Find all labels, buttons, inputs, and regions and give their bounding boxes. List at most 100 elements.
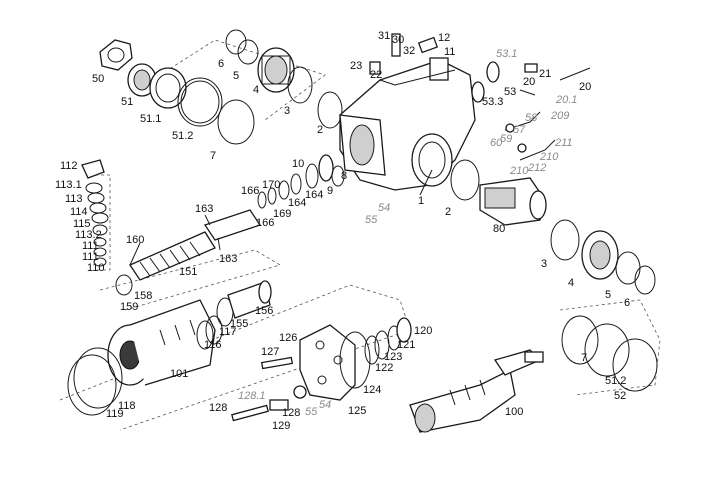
callout-label: 114 <box>70 206 88 218</box>
bolt-30 <box>391 33 401 57</box>
callout-label: 80 <box>493 223 506 235</box>
callout-label: 111 <box>82 251 99 263</box>
ring-118 <box>73 347 123 409</box>
callout-label: 51.2 <box>172 130 194 142</box>
ring-3 <box>287 66 313 104</box>
callout-label: 166 <box>241 185 260 197</box>
callout-label: 1 <box>418 195 425 207</box>
callout-label: 20 <box>579 81 592 93</box>
callout-label: 123 <box>384 351 403 363</box>
callout-label: 2 <box>445 206 452 218</box>
callout-label: 7 <box>581 352 588 364</box>
callout-label: 55 <box>365 214 378 226</box>
callout-label: 118 <box>118 400 136 412</box>
callout-label: 12 <box>438 32 451 44</box>
housing-1 <box>339 57 476 191</box>
bearing-4-right <box>581 230 619 280</box>
callout-label: 122 <box>375 362 394 374</box>
callout-label: 124 <box>363 384 382 396</box>
seal-51 <box>127 63 157 97</box>
callout-label: 6 <box>624 297 631 309</box>
callout-label: 120 <box>414 325 433 337</box>
callout-label: 112 <box>60 160 78 172</box>
callout-label: 116 <box>204 339 222 351</box>
callout-label: 128 <box>209 402 228 414</box>
callout-label: 3 <box>541 258 548 270</box>
callout-label: 151 <box>179 266 198 278</box>
ring-6 <box>225 29 247 55</box>
seal-53 <box>486 61 500 83</box>
ring-119 <box>67 354 117 416</box>
piston-rack-100 <box>409 349 544 433</box>
callout-label: 4 <box>568 277 575 289</box>
callout-label: 51.1 <box>140 113 162 125</box>
ring-120 <box>396 317 412 343</box>
bolt-128 <box>231 404 269 422</box>
leader-lines <box>129 89 536 266</box>
callout-label: 50 <box>92 73 105 85</box>
cover-125 <box>299 324 356 401</box>
callout-label: 127 <box>261 346 280 358</box>
fitting-22 <box>369 61 381 75</box>
ring-6-right <box>634 265 656 295</box>
o-ring-2-top <box>317 91 343 129</box>
callout-label: 52 <box>614 390 627 402</box>
callout-label: 8 <box>341 170 348 182</box>
bolt-127 <box>260 356 294 370</box>
callout-label: 5 <box>233 70 240 82</box>
callout-label: 21 <box>539 68 552 80</box>
ring-117 <box>205 315 223 345</box>
callout-label: 121 <box>397 339 416 351</box>
fitting-57 <box>505 123 515 133</box>
plug-55-bottom <box>293 385 307 399</box>
fitting-59 <box>517 143 527 153</box>
ring-8 <box>331 165 345 187</box>
callout-label: 51 <box>121 96 134 108</box>
callout-label: 159 <box>120 301 139 313</box>
callout-label: 55 <box>305 406 318 418</box>
callout-label: 100 <box>505 406 524 418</box>
callout-label: 2 <box>317 124 324 136</box>
ring-5 <box>237 39 259 65</box>
callout-label: 11 <box>444 46 456 58</box>
callout-label: 3 <box>284 105 291 117</box>
ring-3-right <box>550 219 580 261</box>
ring-158 <box>115 274 133 296</box>
callout-label: 53.3 <box>482 96 504 108</box>
callout-label: 117 <box>219 326 237 338</box>
callout-label: 54 <box>378 202 391 214</box>
callout-label: 211 <box>555 137 573 149</box>
seal-53-3 <box>471 81 485 103</box>
callout-label: 169 <box>273 208 292 220</box>
seal-stack-164-170 <box>257 154 334 209</box>
callout-label: 54 <box>319 399 332 411</box>
input-shaft <box>129 209 262 281</box>
cylinder-101 <box>107 299 216 386</box>
callout-label: 170 <box>262 179 281 191</box>
ring-51-2-right <box>584 323 630 377</box>
plug-21 <box>524 63 538 73</box>
group-frame-valve <box>95 174 111 271</box>
callout-label: 166 <box>256 217 275 229</box>
callout-label: 164 <box>288 197 307 209</box>
callout-label: 164 <box>305 189 324 201</box>
ring-5-right <box>615 251 641 285</box>
callout-label: 31 <box>378 30 391 42</box>
snap-ring-7-right <box>561 315 599 365</box>
ring-52 <box>612 338 658 392</box>
callout-label: 210 <box>540 151 559 163</box>
callout-label: 5 <box>605 289 612 301</box>
callout-label: 119 <box>106 408 124 420</box>
callout-label: 129 <box>272 420 291 432</box>
callout-label: 7 <box>210 150 217 162</box>
callout-label: 212 <box>528 162 547 174</box>
callout-label: 110 <box>87 262 105 274</box>
ring-122 <box>364 335 380 365</box>
callout-label: 111 <box>82 240 99 252</box>
callout-label: 128.1 <box>238 390 266 402</box>
callout-label: 51.2 <box>605 375 627 387</box>
bolt-20-1 <box>559 67 591 81</box>
callout-label: 113.2 <box>75 229 102 241</box>
